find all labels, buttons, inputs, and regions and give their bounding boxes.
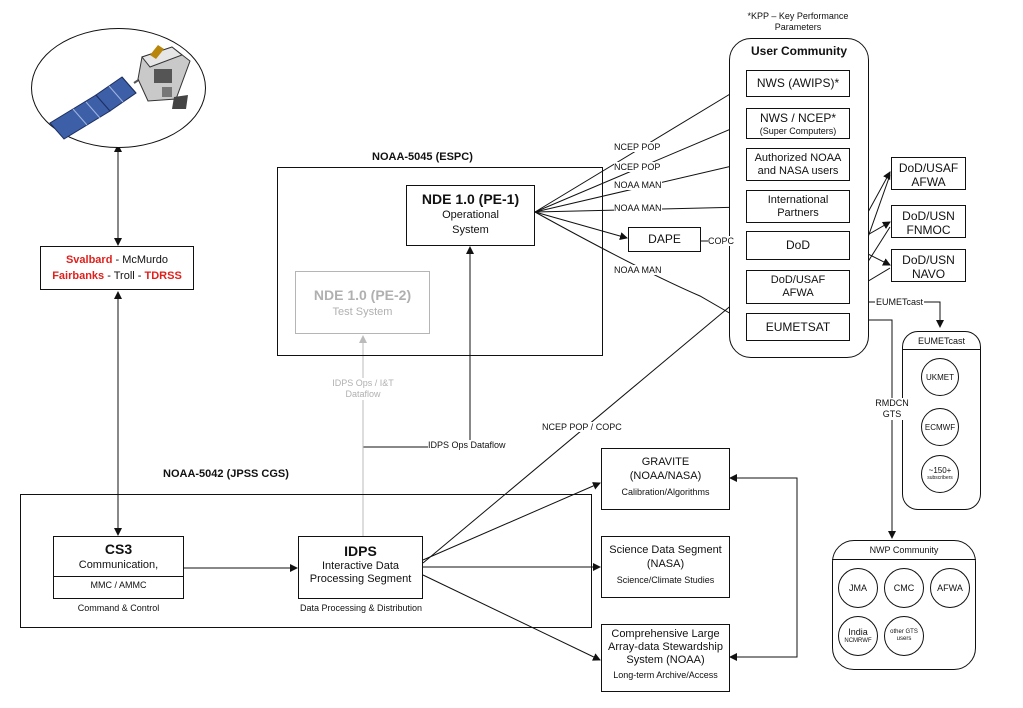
cs3-line1: Communication, bbox=[78, 559, 159, 571]
eumetsat-box: EUMETSAT bbox=[746, 313, 850, 341]
jpss-title: NOAA-5042 (JPSS CGS) bbox=[163, 468, 289, 480]
espc-container bbox=[277, 167, 603, 356]
station-fairbanks: Fairbanks bbox=[52, 270, 105, 282]
idps-title: IDPS bbox=[344, 543, 377, 559]
dod-usn-navo-box: DoD/USN NAVO bbox=[891, 249, 966, 282]
dape-box: DAPE bbox=[628, 227, 701, 252]
gravite-box: GRAVITE (NOAA/NASA) Calibration/Algorith… bbox=[601, 448, 730, 510]
idps-line2: Processing Segment bbox=[309, 573, 412, 585]
cs3-title: CS3 bbox=[104, 541, 133, 557]
user-community-title: User Community bbox=[750, 44, 848, 58]
idps-caption: Data Processing & Distribution bbox=[299, 603, 423, 613]
jpss-container bbox=[20, 494, 592, 628]
jma-node: JMA bbox=[838, 568, 878, 608]
nws-ncep-box: NWS / NCEP* (Super Computers) bbox=[746, 108, 850, 139]
nde-pe1-box: NDE 1.0 (PE-1) Operational System bbox=[406, 185, 535, 246]
station-svalbard: Svalbard bbox=[65, 254, 113, 266]
ground-stations-box: Svalbard - McMurdo Fairbanks - Troll - T… bbox=[40, 246, 194, 290]
idps-box: IDPS Interactive Data Processing Segment bbox=[298, 536, 423, 599]
nde-pe2-box: NDE 1.0 (PE-2) Test System bbox=[295, 271, 430, 334]
dod-usn-fnmoc-box: DoD/USN FNMOC bbox=[891, 205, 966, 238]
other-gts-node: other GTS users bbox=[884, 616, 924, 656]
kpp-note: *KPP – Key Performance Parameters bbox=[747, 11, 849, 32]
satellite-panel bbox=[31, 28, 206, 148]
nde-pe1-title: NDE 1.0 (PE-1) bbox=[421, 191, 520, 207]
label-copc: COPC bbox=[708, 236, 735, 246]
satellite-icon bbox=[49, 45, 191, 140]
nde-pe1-line1: Operational bbox=[442, 209, 499, 221]
class-box: Comprehensive Large Array-data Stewardsh… bbox=[601, 624, 730, 692]
label-ncep-pop-2: NCEP POP bbox=[614, 162, 661, 172]
ecmwf-node: ECMWF bbox=[921, 408, 959, 446]
india-node: India NCMRWF bbox=[838, 616, 878, 656]
eumetcast-title: EUMETcast bbox=[917, 336, 965, 346]
label-ncep-pop-copc: NCEP POP / COPC bbox=[542, 422, 622, 432]
nws-awips-box: NWS (AWIPS)* bbox=[746, 70, 850, 97]
link-idps-class bbox=[422, 574, 601, 661]
cs3-caption: Command & Control bbox=[77, 603, 160, 613]
station-tdrss: TDRSS bbox=[144, 270, 182, 282]
nde-pe2-title: NDE 1.0 (PE-2) bbox=[313, 287, 412, 303]
label-noaa-man-2: NOAA MAN bbox=[614, 203, 662, 213]
international-partners-box: International Partners bbox=[746, 190, 850, 223]
idps-line1: Interactive Data bbox=[321, 560, 400, 572]
usaf-afwa-box: DoD/USAF AFWA bbox=[746, 270, 850, 304]
science-data-segment-box: Science Data Segment (NASA) Science/Clim… bbox=[601, 536, 730, 598]
cmc-node: CMC bbox=[884, 568, 924, 608]
ukmet-node: UKMET bbox=[921, 358, 959, 396]
eumetcast-link-label: EUMETcast bbox=[875, 297, 925, 307]
cs3-box: CS3 Communication, MMC / AMMC bbox=[53, 536, 184, 599]
link-pe1-eumetsat bbox=[534, 211, 746, 323]
nwp-community-title: NWP Community bbox=[869, 545, 939, 555]
dod-usaf-afwa-box: DoD/USAF AFWA bbox=[891, 157, 966, 190]
label-ncep-pop-1: NCEP POP bbox=[614, 142, 661, 152]
dod-box: DoD bbox=[746, 231, 850, 260]
nde-pe2-line1: Test System bbox=[332, 306, 393, 318]
label-noaa-man-1: NOAA MAN bbox=[614, 180, 662, 190]
label-idps-ops-it: IDPS Ops / I&T Dataflow bbox=[322, 378, 404, 400]
cs3-line2: MMC / AMMC bbox=[54, 576, 183, 594]
label-rmdcn-gts: RMDCN GTS bbox=[869, 398, 915, 420]
label-noaa-man-3: NOAA MAN bbox=[614, 265, 662, 275]
link-idps-gravite bbox=[422, 482, 601, 561]
station-mcmurdo: - McMurdo bbox=[112, 254, 169, 266]
link-gravite-class bbox=[729, 474, 798, 661]
nde-pe1-line2: System bbox=[452, 224, 489, 236]
label-idps-ops-dataflow: IDPS Ops Dataflow bbox=[428, 440, 506, 450]
authorized-users-box: Authorized NOAA and NASA users bbox=[746, 148, 850, 181]
station-troll: - Troll - bbox=[104, 270, 145, 282]
link-pe1-dape bbox=[534, 211, 628, 240]
afwa-node: AFWA bbox=[930, 568, 970, 608]
subscribers-node: ~150+ subscribers bbox=[921, 455, 959, 493]
nwp-divider bbox=[832, 559, 976, 560]
eumetcast-divider bbox=[902, 349, 981, 350]
espc-title: NOAA-5045 (ESPC) bbox=[372, 151, 473, 163]
